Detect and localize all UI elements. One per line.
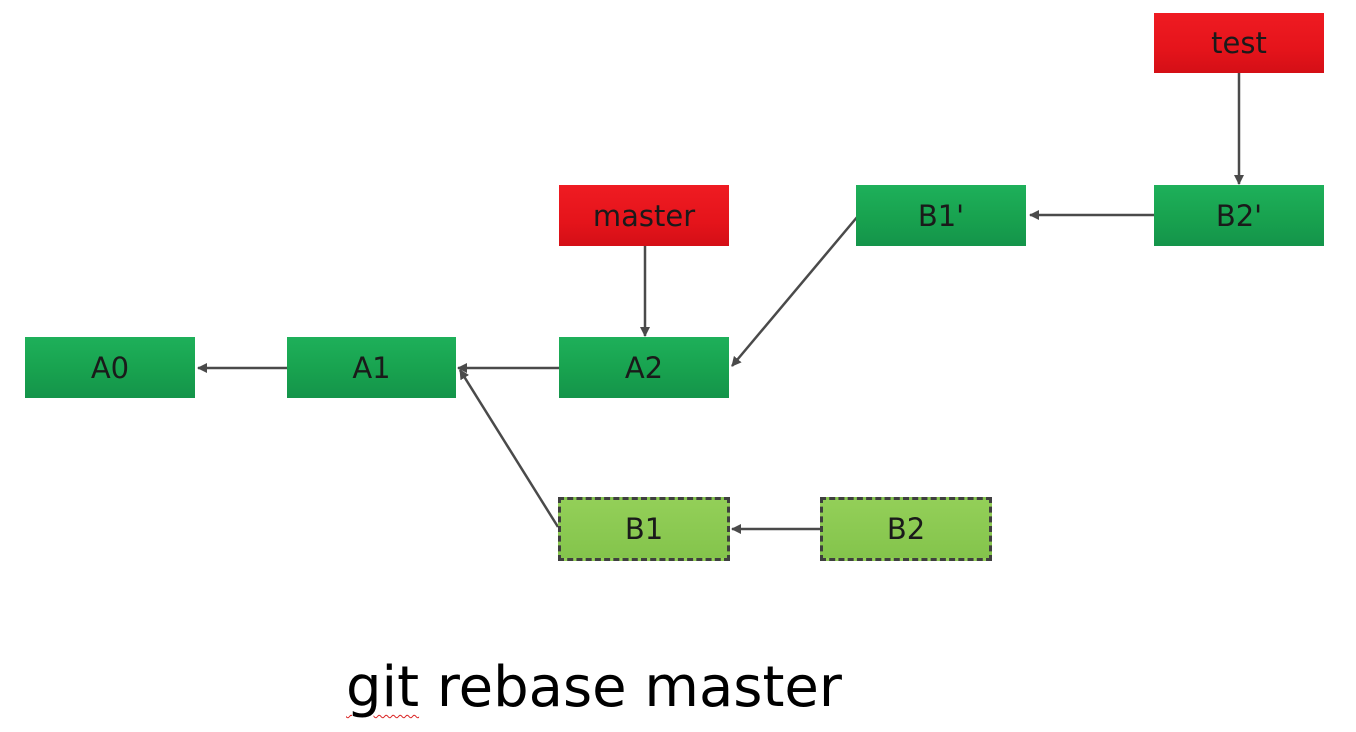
commit-a2: A2	[559, 337, 729, 398]
commit-b2-rebased: B2'	[1154, 185, 1324, 246]
branch-master: master	[559, 185, 729, 246]
arrow-b1new-to-a2	[731, 215, 859, 367]
branch-test: test	[1154, 13, 1324, 73]
commit-b1-original: B1	[558, 497, 730, 561]
commit-b2-original: B2	[820, 497, 992, 561]
commit-a0: A0	[25, 337, 195, 398]
caption-rest: rebase master	[419, 655, 842, 720]
commit-b1-rebased: B1'	[856, 185, 1026, 246]
caption-command-word: git	[346, 655, 420, 720]
arrow-b1old-to-a1	[458, 369, 560, 528]
caption: git rebase master	[346, 660, 842, 716]
commit-a1: A1	[287, 337, 456, 398]
